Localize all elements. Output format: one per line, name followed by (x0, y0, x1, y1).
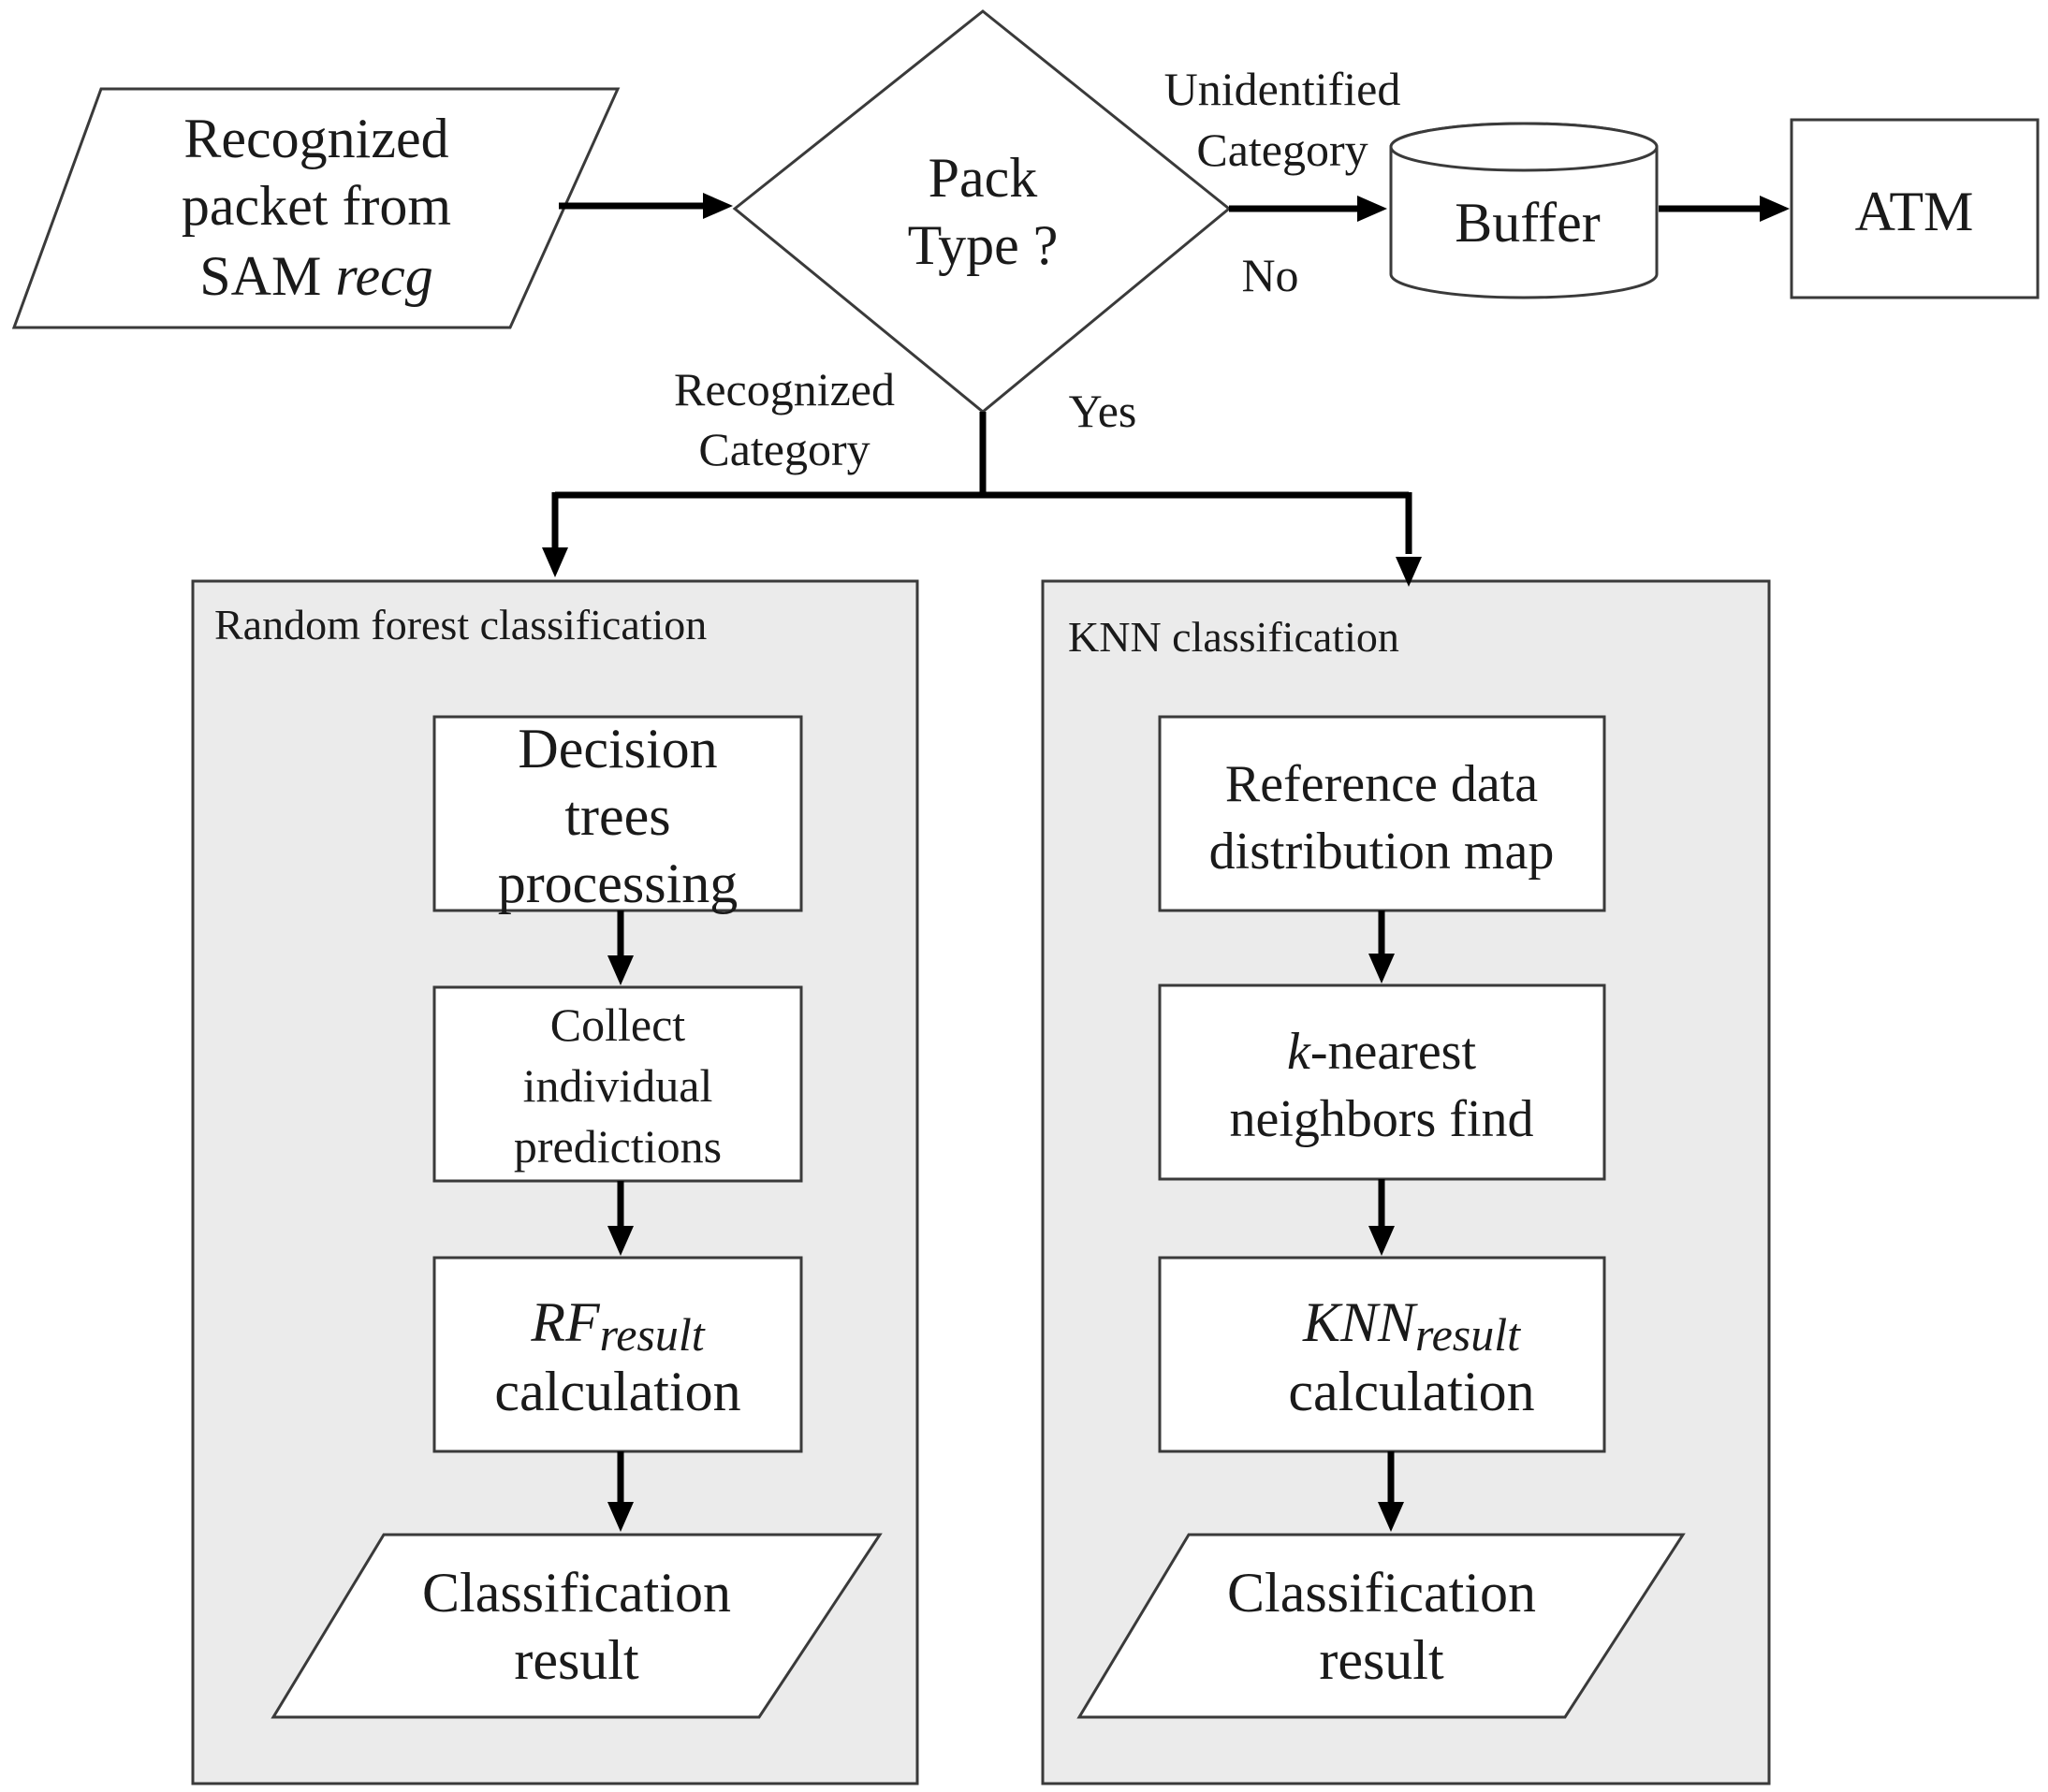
rf-step2-box (432, 985, 803, 1183)
arrowhead-atm (1760, 196, 1790, 222)
knn-step2-line2: neighbors find (1229, 1090, 1533, 1148)
label-unidentified-line1: Unidentified (1164, 63, 1401, 115)
input-packet-var: recg (335, 245, 432, 307)
buffer-cylinder-top (1389, 122, 1659, 172)
knn-output-line2: result (1319, 1629, 1444, 1691)
knn-panel-title: KNN classification (1068, 613, 1399, 661)
rf-output-shape (271, 1533, 883, 1719)
arrowhead-rf-step3 (607, 1226, 634, 1256)
knn-step3-box (1158, 1256, 1606, 1453)
arrowhead-rf-output (607, 1502, 634, 1532)
rf-output-line2: result (514, 1629, 639, 1691)
knn-step1-box (1158, 715, 1606, 912)
arrowhead-rf-step2 (607, 955, 634, 985)
edge-decision-split (551, 412, 1412, 554)
arrowhead-decision (703, 193, 733, 219)
arrowhead-knn-step2 (1368, 954, 1395, 983)
rf-step1-line2: trees (564, 785, 670, 847)
rf-step3-box (432, 1256, 803, 1453)
label-no: No (1241, 249, 1298, 301)
rf-step3-line1: RFresult (530, 1291, 705, 1361)
decision-diamond (732, 9, 1232, 414)
rf-step3-line2: calculation (494, 1361, 740, 1422)
label-recognized-line1: Recognized (674, 363, 895, 415)
rf-panel-title: Random forest classification (214, 601, 707, 648)
arrowhead-knn-step3 (1368, 1226, 1395, 1256)
rf-step3-sub: result (600, 1308, 706, 1361)
input-packet-line1: Recognized (183, 108, 448, 169)
label-yes: Yes (1069, 385, 1137, 437)
atm-box (1790, 118, 2040, 299)
rf-step1-box (432, 715, 803, 912)
rf-output-line1: Classification (422, 1562, 731, 1624)
knn-output-shape (1076, 1533, 1686, 1719)
input-packet-shape (11, 87, 621, 329)
label-recognized-line2: Category (698, 423, 870, 475)
rf-step1-line3: processing (498, 852, 739, 914)
buffer-label: Buffer (1455, 192, 1601, 254)
knn-step3-line1: KNNresult (1302, 1291, 1521, 1361)
input-packet-line3: SAM recg (199, 245, 432, 307)
input-packet-prefix: SAM (199, 245, 321, 307)
knn-step1-line1: Reference data (1225, 755, 1538, 813)
knn-step2-var: k (1287, 1023, 1311, 1081)
rf-step2-line1: Collect (550, 998, 686, 1051)
rf-step1-line1: Decision (518, 718, 717, 779)
knn-step3-line2: calculation (1288, 1361, 1534, 1422)
knn-step2-line1: k-nearest (1287, 1023, 1477, 1081)
knn-step2-box (1158, 983, 1606, 1181)
decision-line2: Type ? (908, 214, 1059, 276)
input-packet-line2: packet from (182, 175, 451, 237)
arrowhead-buffer (1357, 196, 1387, 222)
arrowhead-knn-output (1378, 1502, 1404, 1532)
atm-label: ATM (1855, 181, 1974, 242)
knn-output-line1: Classification (1227, 1562, 1536, 1624)
knn-step3-var: KNN (1302, 1291, 1418, 1353)
knn-step2-rest: -nearest (1310, 1023, 1477, 1081)
knn-step3-sub: result (1415, 1308, 1521, 1361)
arrowhead-rf-panel (542, 547, 568, 577)
arrowhead-knn-panel (1396, 557, 1422, 587)
knn-step1-line2: distribution map (1209, 823, 1555, 881)
rf-step3-var: RF (530, 1291, 601, 1353)
label-unidentified-line2: Category (1196, 124, 1368, 176)
decision-line1: Pack (929, 147, 1038, 209)
rf-step2-line2: individual (523, 1059, 713, 1112)
rf-step2-line3: predictions (514, 1120, 722, 1173)
